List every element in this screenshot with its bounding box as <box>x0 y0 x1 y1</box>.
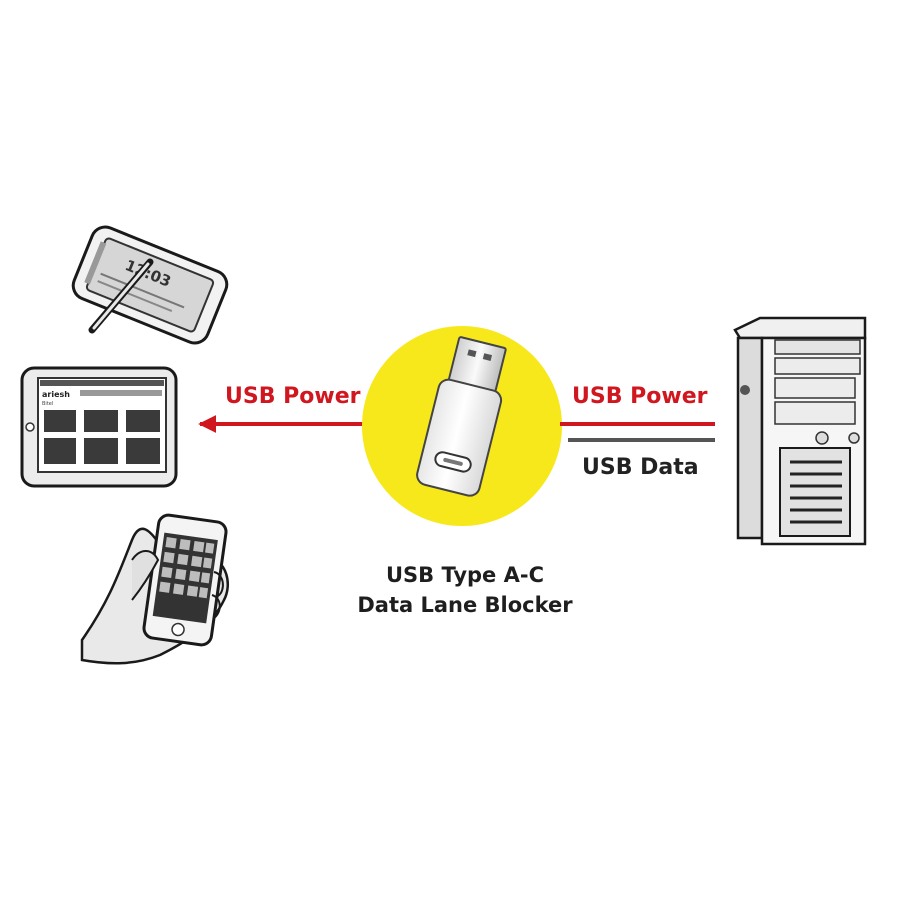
hand-holding-phone-icon <box>80 513 229 665</box>
caption-line2: Data Lane Blocker <box>357 593 573 617</box>
smartphone-stylus-icon: 12:03 <box>71 225 229 345</box>
usb-a-to-c-adapter-icon <box>416 336 507 497</box>
tablet-sub: Bitel <box>42 401 53 407</box>
left-usb-power-label: USB Power <box>225 384 361 409</box>
right-usb-power-label: USB Power <box>572 384 708 409</box>
tablet-icon: ariesh Bitel <box>20 366 178 488</box>
right-usb-data-label: USB Data <box>582 455 699 480</box>
tablet-logo: ariesh <box>42 390 70 399</box>
caption-line1: USB Type A-C <box>386 563 544 587</box>
tower-pc-icon <box>733 316 867 546</box>
